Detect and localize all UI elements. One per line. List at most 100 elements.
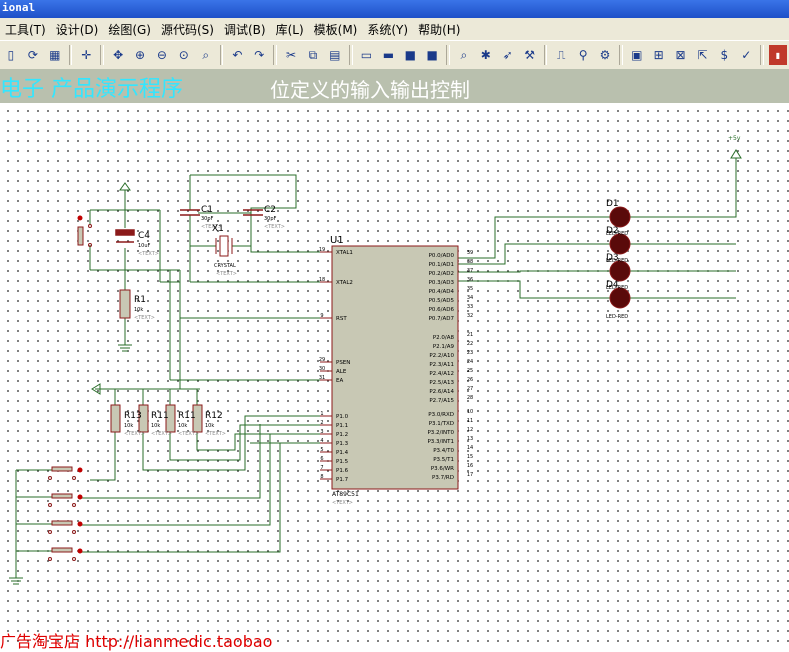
r12-label: R12 — [205, 411, 223, 421]
pin-number: 4 — [320, 438, 323, 444]
menu-system[interactable]: 系统(Y) — [367, 22, 409, 37]
chip-part: AT89C51 — [332, 491, 359, 498]
pin-number: 5 — [320, 447, 323, 453]
chip-text: <TEXT> — [332, 500, 353, 506]
property-tool-icon[interactable]: ⚙ — [599, 48, 611, 62]
schematic-canvas[interactable]: +5v C1 30pF <TEXT> C2 30pF <TEXT> C4 10u… — [0, 103, 789, 642]
toolbar-divider — [100, 45, 105, 65]
crystal-symbol — [215, 235, 233, 257]
package-icon[interactable]: ➶ — [502, 48, 513, 62]
block-move-icon[interactable]: ▬ — [382, 48, 395, 62]
r1-text: <TEXT> — [134, 315, 155, 321]
push-buttons — [48, 466, 83, 561]
menu-help[interactable]: 帮助(H) — [418, 22, 461, 37]
r12-body — [192, 404, 203, 433]
origin-icon[interactable]: ✛ — [81, 48, 92, 62]
pin-name: P3.4/T0 — [433, 448, 454, 454]
add-sheet-icon[interactable]: ⊞ — [653, 48, 664, 62]
menu-library[interactable]: 库(L) — [275, 22, 304, 37]
pin-name: P0.3/AD3 — [429, 280, 455, 286]
toolbar-divider — [219, 45, 224, 65]
mcu-chip[interactable] — [320, 245, 459, 490]
menu-template[interactable]: 模板(M) — [313, 22, 358, 37]
zoom-area-icon[interactable]: ⌕ — [202, 47, 210, 62]
pin-name: P1.0 — [336, 414, 349, 420]
pick-device-icon[interactable]: ⌕ — [460, 47, 468, 62]
menu-graph[interactable]: 绘图(G) — [108, 22, 151, 37]
pin-number: 39 — [467, 250, 473, 256]
c1-value: 30pF — [201, 216, 214, 222]
paste-icon[interactable]: ▤ — [329, 48, 341, 62]
chip-pin-labels: XTAL119XTAL218RST9PSEN29ALE30EA31P1.01P1… — [319, 247, 473, 483]
pin-name: P3.6/WR — [431, 466, 454, 472]
pin-number: 17 — [467, 472, 473, 478]
r11-text: <TEXT> — [151, 431, 172, 437]
c4-value: 10uF — [138, 243, 151, 249]
pin-number: 30 — [319, 366, 325, 372]
r11-value: 10k — [151, 423, 160, 429]
ares-icon[interactable]: ▮ — [768, 45, 787, 65]
menu-debug[interactable]: 调试(B) — [223, 22, 266, 37]
cut-icon[interactable]: ✂ — [285, 48, 297, 62]
r11-label: R11 — [151, 411, 169, 421]
pin-name: P3.0/RXD — [428, 412, 454, 418]
pin-number: 38 — [467, 259, 473, 265]
block-delete-icon[interactable]: ■ — [426, 48, 438, 62]
led1-value: LED-RED — [606, 231, 628, 237]
pin-name: P2.4/A12 — [429, 371, 454, 377]
decompose-icon[interactable]: ⚒ — [524, 48, 535, 62]
schematic-svg: +5v C1 30pF <TEXT> C2 30pF <TEXT> C4 10u… — [9, 135, 742, 585]
pin-name: P2.1/A9 — [433, 344, 455, 350]
banner-title: 位定义的输入输出控制 — [270, 78, 470, 102]
power-symbols — [9, 149, 742, 585]
pin-number: 36 — [467, 277, 473, 283]
menu-source[interactable]: 源代码(S) — [160, 22, 214, 37]
title-bar: ional — [0, 0, 789, 18]
crystal-label: X1 — [212, 224, 224, 234]
pin-name: P2.0/A8 — [433, 335, 455, 341]
pin-name: P1.2 — [336, 432, 348, 438]
chip-ref: U1 — [330, 235, 344, 246]
schematic-header-banner: 电子 产品演示程序 位定义的输入输出控制 — [0, 69, 789, 103]
pin-number: 8 — [320, 474, 323, 480]
zoom-in-icon[interactable]: ⊕ — [134, 48, 146, 62]
menu-design[interactable]: 设计(D) — [55, 22, 99, 37]
erc-icon[interactable]: ✓ — [741, 48, 752, 62]
pin-number: 3 — [320, 429, 323, 435]
block-rotate-icon[interactable]: ■ — [404, 48, 416, 62]
pin-name: P2.7/A15 — [429, 398, 454, 404]
copy-icon[interactable]: ⧉ — [308, 47, 318, 62]
grid-icon[interactable]: ▦ — [49, 48, 61, 62]
exit-sheet-icon[interactable]: ⇱ — [697, 48, 708, 62]
pullup-resistors — [110, 404, 203, 433]
remove-sheet-icon[interactable]: ⊠ — [675, 48, 686, 62]
pin-name: P0.5/AD5 — [429, 298, 455, 304]
new-sheet-icon[interactable]: ▣ — [631, 48, 643, 62]
pin-number: 21 — [467, 332, 473, 338]
pan-icon[interactable]: ✥ — [113, 48, 124, 62]
zoom-out-icon[interactable]: ⊖ — [156, 48, 167, 62]
pin-number: 9 — [320, 313, 323, 319]
pin-number: 6 — [320, 456, 323, 462]
led3-value: LED-RED — [606, 285, 628, 291]
bom-icon[interactable]: $ — [720, 48, 729, 62]
c2-text: <TEXT> — [264, 224, 285, 230]
power-label: +5v — [728, 135, 741, 142]
r11-body — [138, 404, 149, 433]
search-tag-icon[interactable]: ⚲ — [578, 48, 588, 62]
wire-autoroute-icon[interactable]: ⎍ — [557, 47, 566, 62]
block-copy-icon[interactable]: ▭ — [360, 48, 373, 62]
menu-tools[interactable]: 工具(T) — [5, 22, 46, 37]
undo-icon[interactable]: ↶ — [232, 48, 243, 62]
pin-name: P3.2/INT0 — [427, 430, 454, 436]
led3-label: D3 — [606, 253, 619, 263]
refresh-icon[interactable]: ⟳ — [27, 48, 38, 62]
make-device-icon[interactable]: ✱ — [480, 48, 491, 62]
pin-number: 25 — [467, 368, 473, 374]
r13-body — [110, 404, 121, 433]
r11b-value: 10k — [178, 423, 187, 429]
pin-number: 35 — [467, 286, 473, 292]
redo-icon[interactable]: ↷ — [254, 48, 265, 62]
zoom-all-icon[interactable]: ⊙ — [178, 48, 189, 62]
pin-name: P2.6/A14 — [429, 389, 454, 395]
